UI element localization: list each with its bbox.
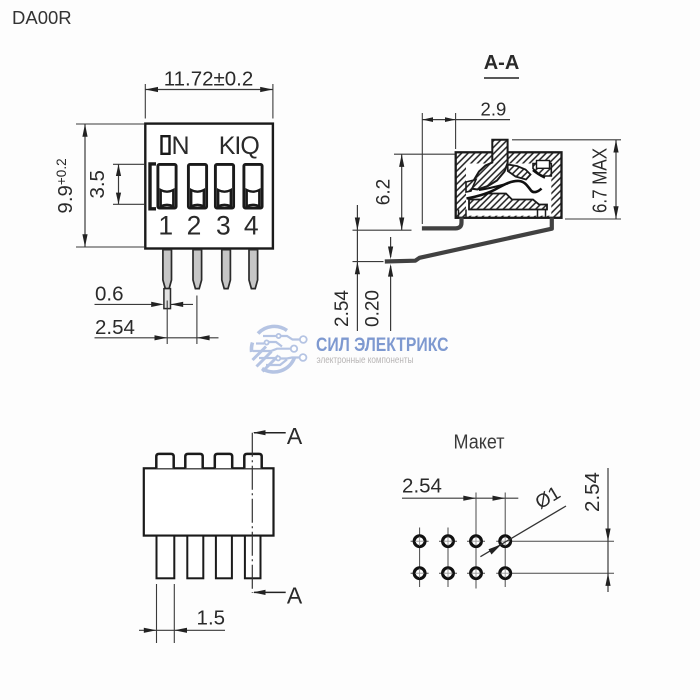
svg-text:4: 4	[244, 211, 259, 241]
svg-text:A: A	[287, 583, 303, 609]
svg-text:2: 2	[187, 211, 202, 241]
svg-text:6.2: 6.2	[374, 179, 395, 205]
svg-text:3.5: 3.5	[86, 170, 109, 199]
svg-text:1.5: 1.5	[197, 607, 226, 630]
svg-text:DA00R: DA00R	[12, 7, 72, 28]
svg-text:0.6: 0.6	[95, 283, 124, 306]
svg-text:6.7 MAX: 6.7 MAX	[590, 148, 612, 213]
svg-text:2.9: 2.9	[481, 99, 507, 120]
svg-text:1: 1	[158, 211, 173, 241]
svg-text:3: 3	[216, 211, 231, 241]
svg-text:0.20: 0.20	[363, 290, 384, 327]
svg-text:электронные компоненты: электронные компоненты	[317, 355, 414, 366]
svg-text:2.54: 2.54	[95, 316, 135, 339]
svg-text:11.72±0.2: 11.72±0.2	[164, 68, 254, 91]
svg-text:2.54: 2.54	[332, 290, 353, 327]
svg-text:N: N	[171, 132, 189, 160]
svg-text:9.9+0.2: 9.9+0.2	[54, 158, 77, 213]
svg-text:KIQ: KIQ	[219, 132, 260, 160]
svg-text:2.54: 2.54	[581, 472, 604, 512]
svg-text:A: A	[287, 423, 303, 449]
svg-text:2.54: 2.54	[402, 475, 442, 498]
svg-text:СИЛ ЭЛЕКТРИКС: СИЛ ЭЛЕКТРИКС	[316, 335, 449, 356]
svg-text:A-A: A-A	[484, 52, 520, 74]
svg-text:Макет: Макет	[454, 432, 505, 454]
